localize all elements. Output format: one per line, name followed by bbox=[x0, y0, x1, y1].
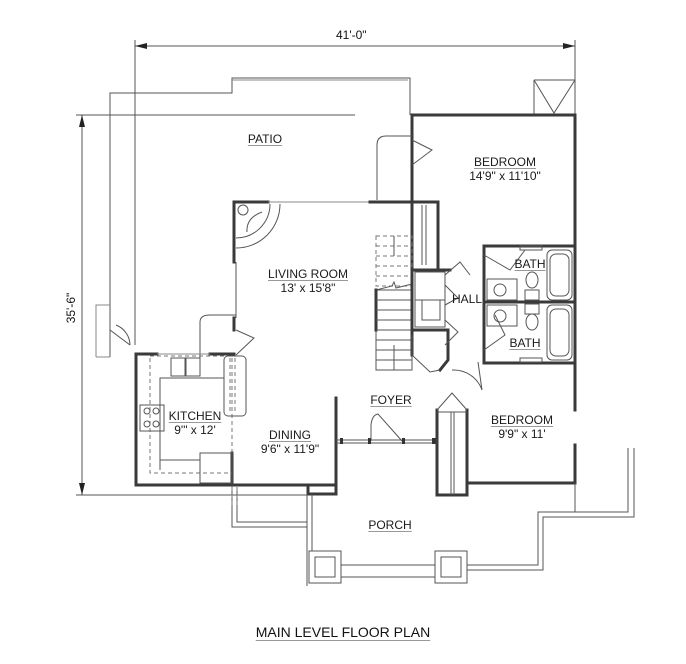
living-room-walls bbox=[199, 200, 440, 365]
room-bath-1: BATH bbox=[513, 257, 547, 271]
room-name: PATIO bbox=[247, 132, 283, 146]
hall-closets bbox=[410, 200, 471, 373]
room-name: HALL bbox=[451, 292, 483, 306]
foyer-walls bbox=[334, 396, 437, 489]
kitchen-walls bbox=[134, 352, 247, 487]
width-dimension: 41'-0" bbox=[336, 28, 367, 42]
depth-dimension: 35'-6" bbox=[64, 292, 78, 324]
room-kitchen: KITCHEN 9'" x 12' bbox=[163, 409, 227, 437]
room-porch: PORCH bbox=[360, 518, 420, 532]
room-foyer: FOYER bbox=[366, 393, 416, 407]
room-bedroom-2: BEDROOM 9'9" x 11' bbox=[482, 413, 562, 441]
room-size: 14'9" x 11'10" bbox=[469, 169, 541, 183]
room-name: BEDROOM bbox=[473, 155, 536, 169]
bath-walls bbox=[482, 244, 577, 365]
room-name: BATH bbox=[514, 257, 546, 271]
plan-title-text: MAIN LEVEL FLOOR PLAN bbox=[255, 624, 431, 640]
room-size: 9'" x 12' bbox=[174, 423, 216, 437]
room-patio: PATIO bbox=[240, 132, 290, 146]
room-name: BATH bbox=[509, 336, 541, 350]
dimension-lines bbox=[76, 40, 576, 496]
room-living-room: LIVING ROOM 13' x 15'8" bbox=[258, 267, 358, 295]
stairs bbox=[374, 235, 414, 371]
room-dining: DINING 9'6" x 11'9" bbox=[250, 428, 330, 456]
plan-title: MAIN LEVEL FLOOR PLAN bbox=[0, 624, 686, 640]
room-bath-2: BATH bbox=[508, 336, 542, 350]
room-name: LIVING ROOM bbox=[267, 267, 348, 281]
room-size: 13' x 15'8" bbox=[280, 281, 336, 295]
room-name: PORCH bbox=[368, 518, 412, 532]
room-size: 9'9" x 11' bbox=[498, 427, 546, 441]
room-name: FOYER bbox=[370, 393, 412, 407]
porch-outline bbox=[230, 448, 635, 586]
room-name: KITCHEN bbox=[168, 409, 222, 423]
patio-outline bbox=[95, 77, 576, 358]
room-name: BEDROOM bbox=[490, 413, 553, 427]
room-size: 9'6" x 11'9" bbox=[260, 442, 320, 456]
bedroom-2-walls bbox=[435, 361, 577, 497]
room-name: DINING bbox=[269, 428, 311, 442]
room-bedroom-1: BEDROOM 14'9" x 11'10" bbox=[455, 155, 555, 183]
room-hall: HALL bbox=[450, 292, 484, 306]
